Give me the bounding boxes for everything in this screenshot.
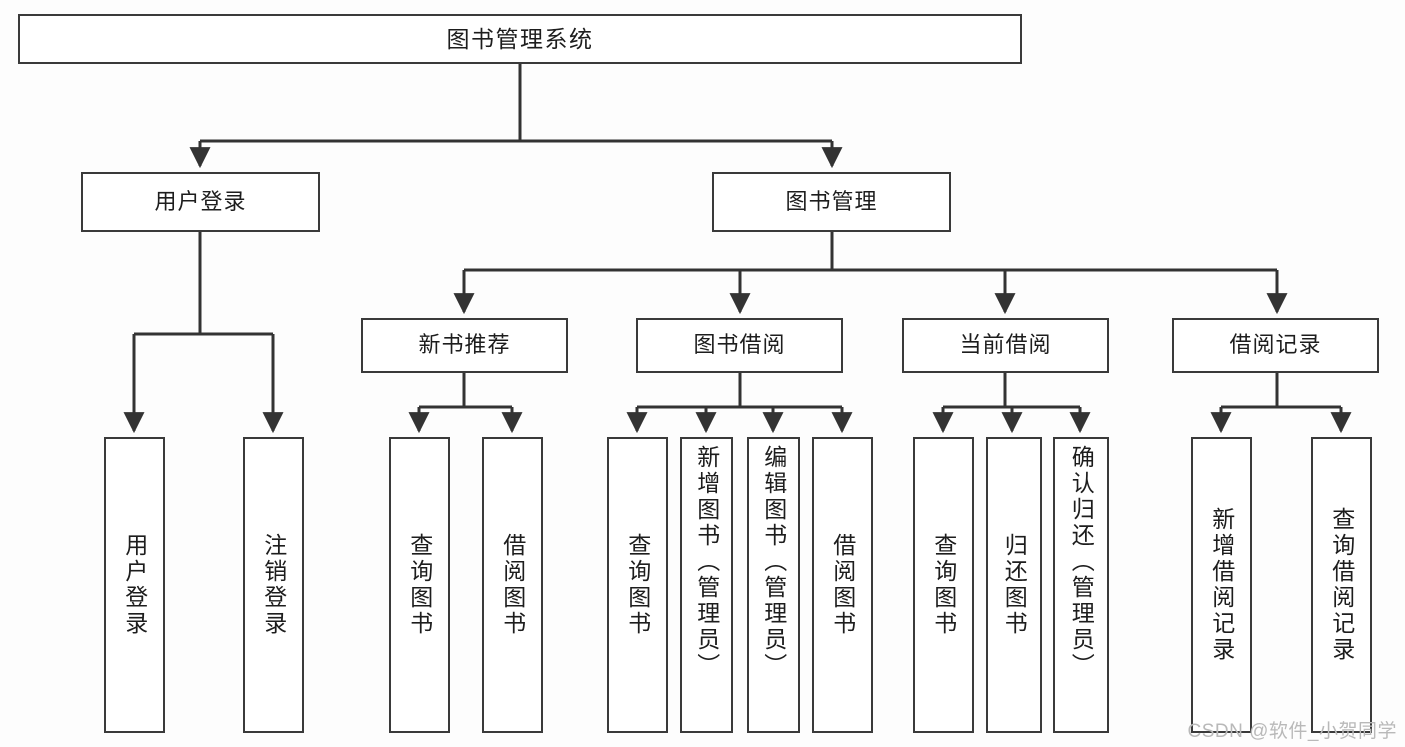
- node-label: 当前借阅: [959, 332, 1052, 358]
- node-label: 用户登录: [154, 188, 247, 214]
- csdn-watermark: CSDN @软件_小贺同学: [1187, 721, 1397, 742]
- node-label: 借阅记录: [1229, 332, 1322, 358]
- node-label: 新增图书（管理员）: [693, 445, 720, 679]
- node-user-login[interactable]: 用户登录: [81, 172, 320, 232]
- node-label: 新书推荐: [418, 332, 511, 358]
- leaf-add-book-admin[interactable]: 新增图书（管理员）: [680, 437, 733, 733]
- node-label: 确认归还（管理员）: [1068, 445, 1095, 679]
- node-borrow-record[interactable]: 借阅记录: [1172, 318, 1379, 373]
- leaf-query-book-1[interactable]: 查询图书: [389, 437, 450, 733]
- node-book-borrow[interactable]: 图书借阅: [636, 318, 843, 373]
- node-label: 查询图书: [624, 533, 651, 637]
- node-label: 归还图书: [1001, 533, 1028, 637]
- leaf-user-login[interactable]: 用户登录: [104, 437, 165, 733]
- node-label: 图书借阅: [693, 332, 786, 358]
- node-label: 图书管理: [785, 188, 878, 214]
- leaf-edit-book-admin[interactable]: 编辑图书（管理员）: [747, 437, 800, 733]
- node-label: 借阅图书: [499, 533, 526, 637]
- leaf-query-book-2[interactable]: 查询图书: [607, 437, 668, 733]
- leaf-borrow-book-1[interactable]: 借阅图书: [482, 437, 543, 733]
- leaf-borrow-book-2[interactable]: 借阅图书: [812, 437, 873, 733]
- node-current-borrow[interactable]: 当前借阅: [902, 318, 1109, 373]
- node-label: 图书管理系统: [446, 25, 594, 52]
- node-label: 查询图书: [406, 533, 433, 637]
- node-label: 用户登录: [121, 533, 148, 637]
- leaf-return-book[interactable]: 归还图书: [986, 437, 1042, 733]
- node-label: 查询图书: [930, 533, 957, 637]
- node-label: 新增借阅记录: [1208, 507, 1235, 663]
- node-book-management-system[interactable]: 图书管理系统: [18, 14, 1022, 64]
- leaf-confirm-return-admin[interactable]: 确认归还（管理员）: [1053, 437, 1109, 733]
- leaf-query-book-3[interactable]: 查询图书: [913, 437, 974, 733]
- node-label: 借阅图书: [829, 533, 856, 637]
- node-label: 编辑图书（管理员）: [760, 445, 787, 679]
- leaf-add-borrow-record[interactable]: 新增借阅记录: [1191, 437, 1252, 733]
- node-label: 注销登录: [260, 533, 287, 637]
- node-new-book-recommend[interactable]: 新书推荐: [361, 318, 568, 373]
- leaf-query-borrow-record[interactable]: 查询借阅记录: [1311, 437, 1372, 733]
- leaf-logout[interactable]: 注销登录: [243, 437, 304, 733]
- node-book-management[interactable]: 图书管理: [712, 172, 951, 232]
- node-label: 查询借阅记录: [1328, 507, 1355, 663]
